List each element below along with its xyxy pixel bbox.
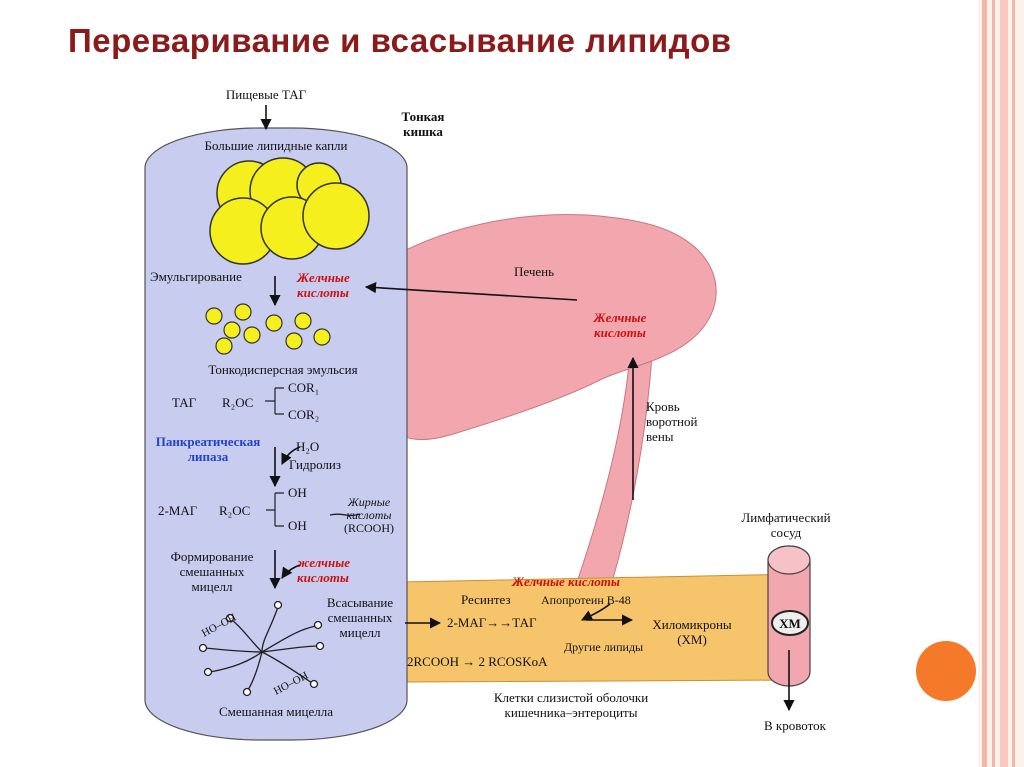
portal-blood-label-line3: вены — [646, 429, 674, 444]
enterocyte-caption-line2: кишечника–энтероциты — [505, 705, 638, 720]
fatty-acids-label-line2: кислоты — [346, 508, 391, 522]
lymph-vessel-label-line1: Лимфатический — [741, 510, 830, 525]
small-intestine-label-line2: кишка — [403, 124, 443, 139]
lipid-digestion-diagram: Пищевые ТАГ Тонкая кишка Большие липидны… — [144, 87, 831, 741]
lymphatic-vessel-top — [767, 545, 811, 575]
large-droplets-label: Большие липидные капли — [205, 138, 348, 153]
micelle-formation-label-line2: смешанных — [180, 564, 245, 579]
slide-title: Переваривание и всасывание липидов — [68, 22, 732, 59]
bile-acids-label-2-line2: кислоты — [297, 570, 349, 585]
formula-brackets — [265, 387, 361, 527]
hydrolysis-label: Гидролиз — [289, 457, 341, 472]
portal-blood-label-line2: воротной — [646, 414, 698, 429]
emulsification-label: Эмульгирование — [150, 269, 242, 284]
bile-acids-label-2-line1: желчные — [297, 555, 350, 570]
lymph-vessel-label-line2: сосуд — [771, 525, 802, 540]
dietary-tag-label: Пищевые ТАГ — [226, 87, 307, 102]
chylomicrons-label-line2: (ХМ) — [677, 632, 707, 647]
liver-bile-acids-line1: Желчные — [593, 310, 647, 325]
bile-acids-label-1-line2: кислоты — [297, 285, 349, 300]
cor2-label: COR₂ — [288, 407, 319, 422]
liver-label: Печень — [514, 264, 554, 279]
emulsion-droplets — [205, 303, 331, 355]
liver-bile-acids-line2: кислоты — [594, 325, 646, 340]
large-lipid-droplets — [209, 157, 370, 265]
fine-emulsion-label: Тонкодисперсная эмульсия — [208, 362, 357, 377]
mixed-micelle-label: Смешанная мицелла — [219, 704, 333, 719]
absorption-label-line3: мицелл — [340, 625, 381, 640]
portal-blood-label-line1: Кровь — [646, 399, 680, 414]
small-intestine-label-line1: Тонкая — [402, 109, 445, 124]
portal-vein — [576, 354, 653, 583]
oh-label-1: OH — [288, 485, 307, 500]
decorative-orange-circle — [916, 641, 976, 701]
oh-label-2: OH — [288, 518, 307, 533]
cor1-label: COR₁ — [288, 380, 319, 395]
mag-tag-label: 2-МАГ→→ТАГ — [447, 615, 537, 630]
h2o-label: H₂O — [296, 439, 319, 454]
micelle-formation-label-line3: мицелл — [192, 579, 233, 594]
to-blood-label: В кровоток — [764, 718, 827, 733]
enterocyte-bile-acids-label: Желчные кислоты — [511, 574, 620, 589]
chylomicron-particle — [771, 610, 809, 636]
tag-label: ТАГ — [172, 395, 197, 410]
r2oc-label-2: R₂OC — [219, 503, 250, 518]
resynthesis-label: Ресинтез — [461, 592, 511, 607]
other-lipids-label: Другие липиды — [564, 640, 643, 654]
xm-label: ХМ — [779, 616, 801, 631]
flow-arrows — [260, 105, 795, 712]
rcooh-label: 2RCOOH → 2 RCOSKoA — [407, 654, 548, 669]
absorption-label-line1: Всасывание — [327, 595, 394, 610]
liver-shape — [401, 214, 717, 440]
small-intestine-cylinder — [144, 127, 408, 741]
decorative-border-stripes — [978, 0, 1024, 767]
lipase-label-line2: липаза — [188, 449, 229, 464]
mag-label: 2-МАГ — [158, 503, 198, 518]
chylomicrons-label-line1: Хиломикроны — [652, 617, 732, 632]
bile-acids-label-1-line1: Желчные — [296, 270, 350, 285]
apoprotein-label: Апопротеин В-48 — [541, 593, 631, 607]
lipase-label-line1: Панкреатическая — [156, 434, 261, 449]
r2oc-label-1: R₂OC — [222, 395, 253, 410]
micelle-formation-label-line1: Формирование — [171, 549, 254, 564]
enterocyte-caption-line1: Клетки слизистой оболочки — [494, 690, 648, 705]
fatty-acids-label-line1: Жирные — [347, 495, 391, 509]
fatty-acids-label-line3: (RCOOH) — [344, 521, 394, 535]
mixed-micelle-drawing — [198, 600, 325, 697]
absorption-label-line2: смешанных — [328, 610, 393, 625]
